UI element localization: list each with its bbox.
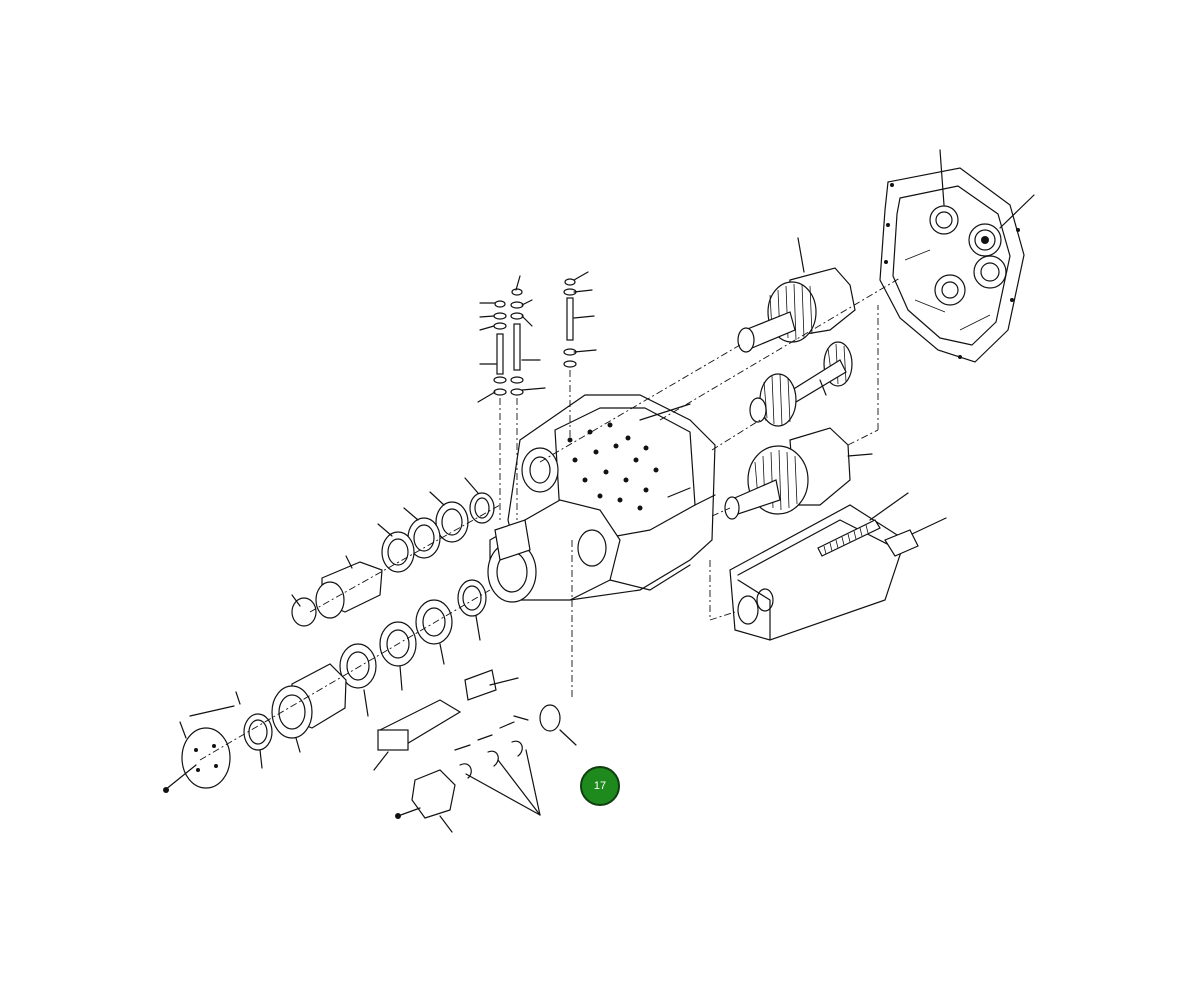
rear-cover-plate xyxy=(879,149,1035,363)
small-parts xyxy=(373,540,577,833)
strainer-screen xyxy=(817,519,881,557)
center-lines xyxy=(539,277,901,621)
bolt-stacks xyxy=(477,271,597,520)
transmission-housing xyxy=(487,394,716,603)
lower-gasket-chain xyxy=(163,579,491,793)
upper-gasket-chain xyxy=(291,477,501,627)
lower-gear-shaft xyxy=(724,427,873,520)
oil-pan xyxy=(729,492,947,641)
idler-gear xyxy=(968,223,1002,257)
counter-gear-shaft xyxy=(749,341,853,427)
upper-gear-shaft xyxy=(737,237,856,353)
callout-number-badge[interactable]: 17 xyxy=(580,766,620,806)
